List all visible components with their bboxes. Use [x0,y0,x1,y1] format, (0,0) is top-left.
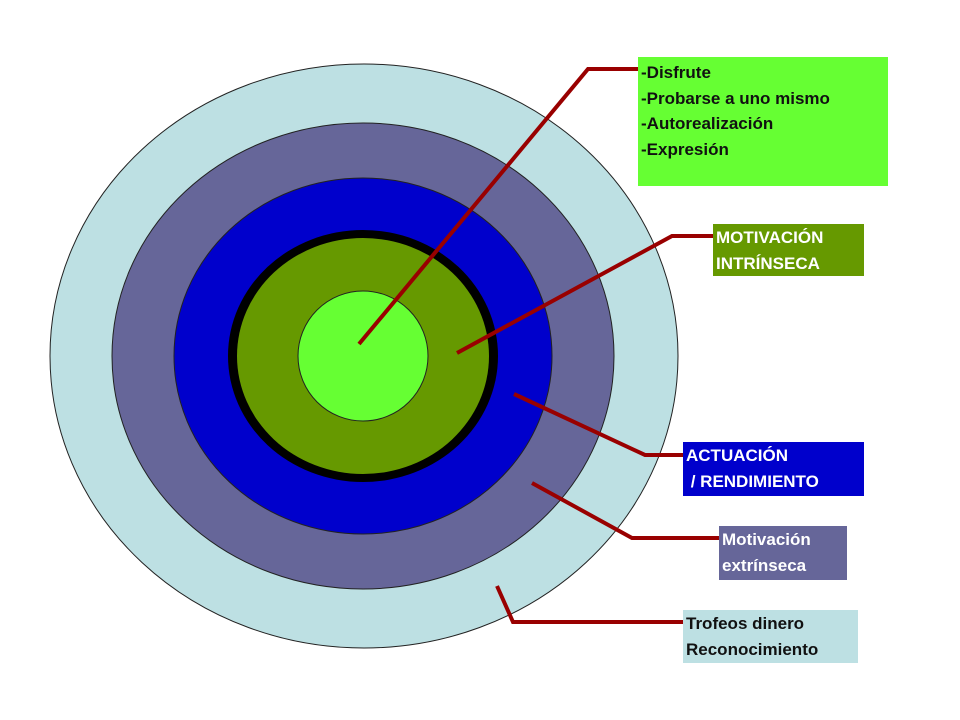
connector-trofeos [495,585,683,624]
label-motivacion-extrinseca: Motivación extrínseca [719,526,847,580]
label-trofeos-reconocimiento: Trofeos dinero Reconocimiento [683,610,858,663]
label-line: INTRÍNSECA [716,253,820,273]
label-actuacion-rendimiento: ACTUACIÓN / RENDIMIENTO [683,442,864,496]
connector-extrinseca [531,481,719,540]
connector-actuacion [513,392,683,457]
connector-intrinseca [456,234,713,355]
label-line: -Autorealización [641,114,774,133]
label-line: Motivación [722,530,811,549]
label-line: -Disfrute [641,63,711,82]
label-line: Reconocimiento [686,639,819,659]
label-line: ACTUACIÓN [686,446,788,465]
label-line: MOTIVACIÓN [716,228,824,247]
label-line: -Probarse a uno mismo [641,88,830,108]
label-line: / RENDIMIENTO [686,471,819,491]
label-line: Trofeos dinero [686,614,805,633]
label-motivacion-intrinseca: MOTIVACIÓN INTRÍNSECA [713,224,864,276]
label-line: extrínseca [722,555,807,575]
label-line: -Expresión [641,139,729,159]
core-enjoyment [297,290,429,422]
connector-disfrute [357,67,638,346]
label-disfrute-list: -Disfrute -Probarse a uno mismo -Autorea… [638,57,888,186]
